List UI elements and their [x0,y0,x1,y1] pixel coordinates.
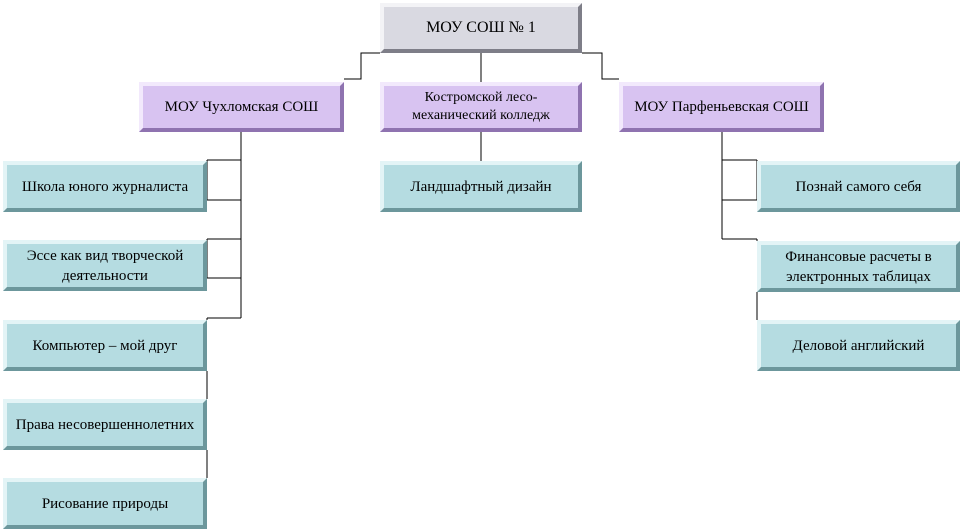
course-node-label: Познай самого себя [795,178,922,195]
course-node: Ландшафтный дизайн [380,161,582,212]
course-node: Школа юного журналиста [3,161,207,212]
org-node-label: МОУ Парфеньевская СОШ [634,99,809,115]
course-node-label: Деловой английский [792,337,925,354]
course-node-label: Права несовершеннолетних [15,416,195,433]
org-node-parfenyevo: МОУ Парфеньевская СОШ [619,82,824,132]
org-node-chukhloma: МОУ Чухломская СОШ [139,82,344,132]
course-node: Эссе как вид творческой деятельности [3,240,207,291]
root-node-label: МОУ СОШ № 1 [426,19,536,36]
course-node: Финансовые расчеты в электронных таблица… [757,241,960,292]
course-node-label: Школа юного журналиста [21,178,189,195]
org-node-kostroma-college: Костромской лесо-механический колледж [380,82,582,132]
course-node-label: Рисование природы [41,495,169,512]
course-node: Познай самого себя [757,161,960,212]
connector-root-right [582,52,619,80]
course-node-label: Эссе как вид творческой деятельности [26,247,184,284]
course-node: Рисование природы [3,478,207,529]
course-node: Права несовершеннолетних [3,399,207,450]
course-node-label: Компьютер – мой друг [32,337,178,354]
org-node-label: МОУ Чухломская СОШ [164,99,319,115]
connector-root-left [344,52,380,80]
org-node-label: Костромской лесо-механический колледж [412,90,550,123]
root-node: МОУ СОШ № 1 [380,3,582,53]
course-node: Компьютер – мой друг [3,320,207,371]
course-node-label: Ландшафтный дизайн [410,178,552,195]
course-node: Деловой английский [757,320,960,371]
course-node-label: Финансовые расчеты в электронных таблица… [785,248,932,285]
